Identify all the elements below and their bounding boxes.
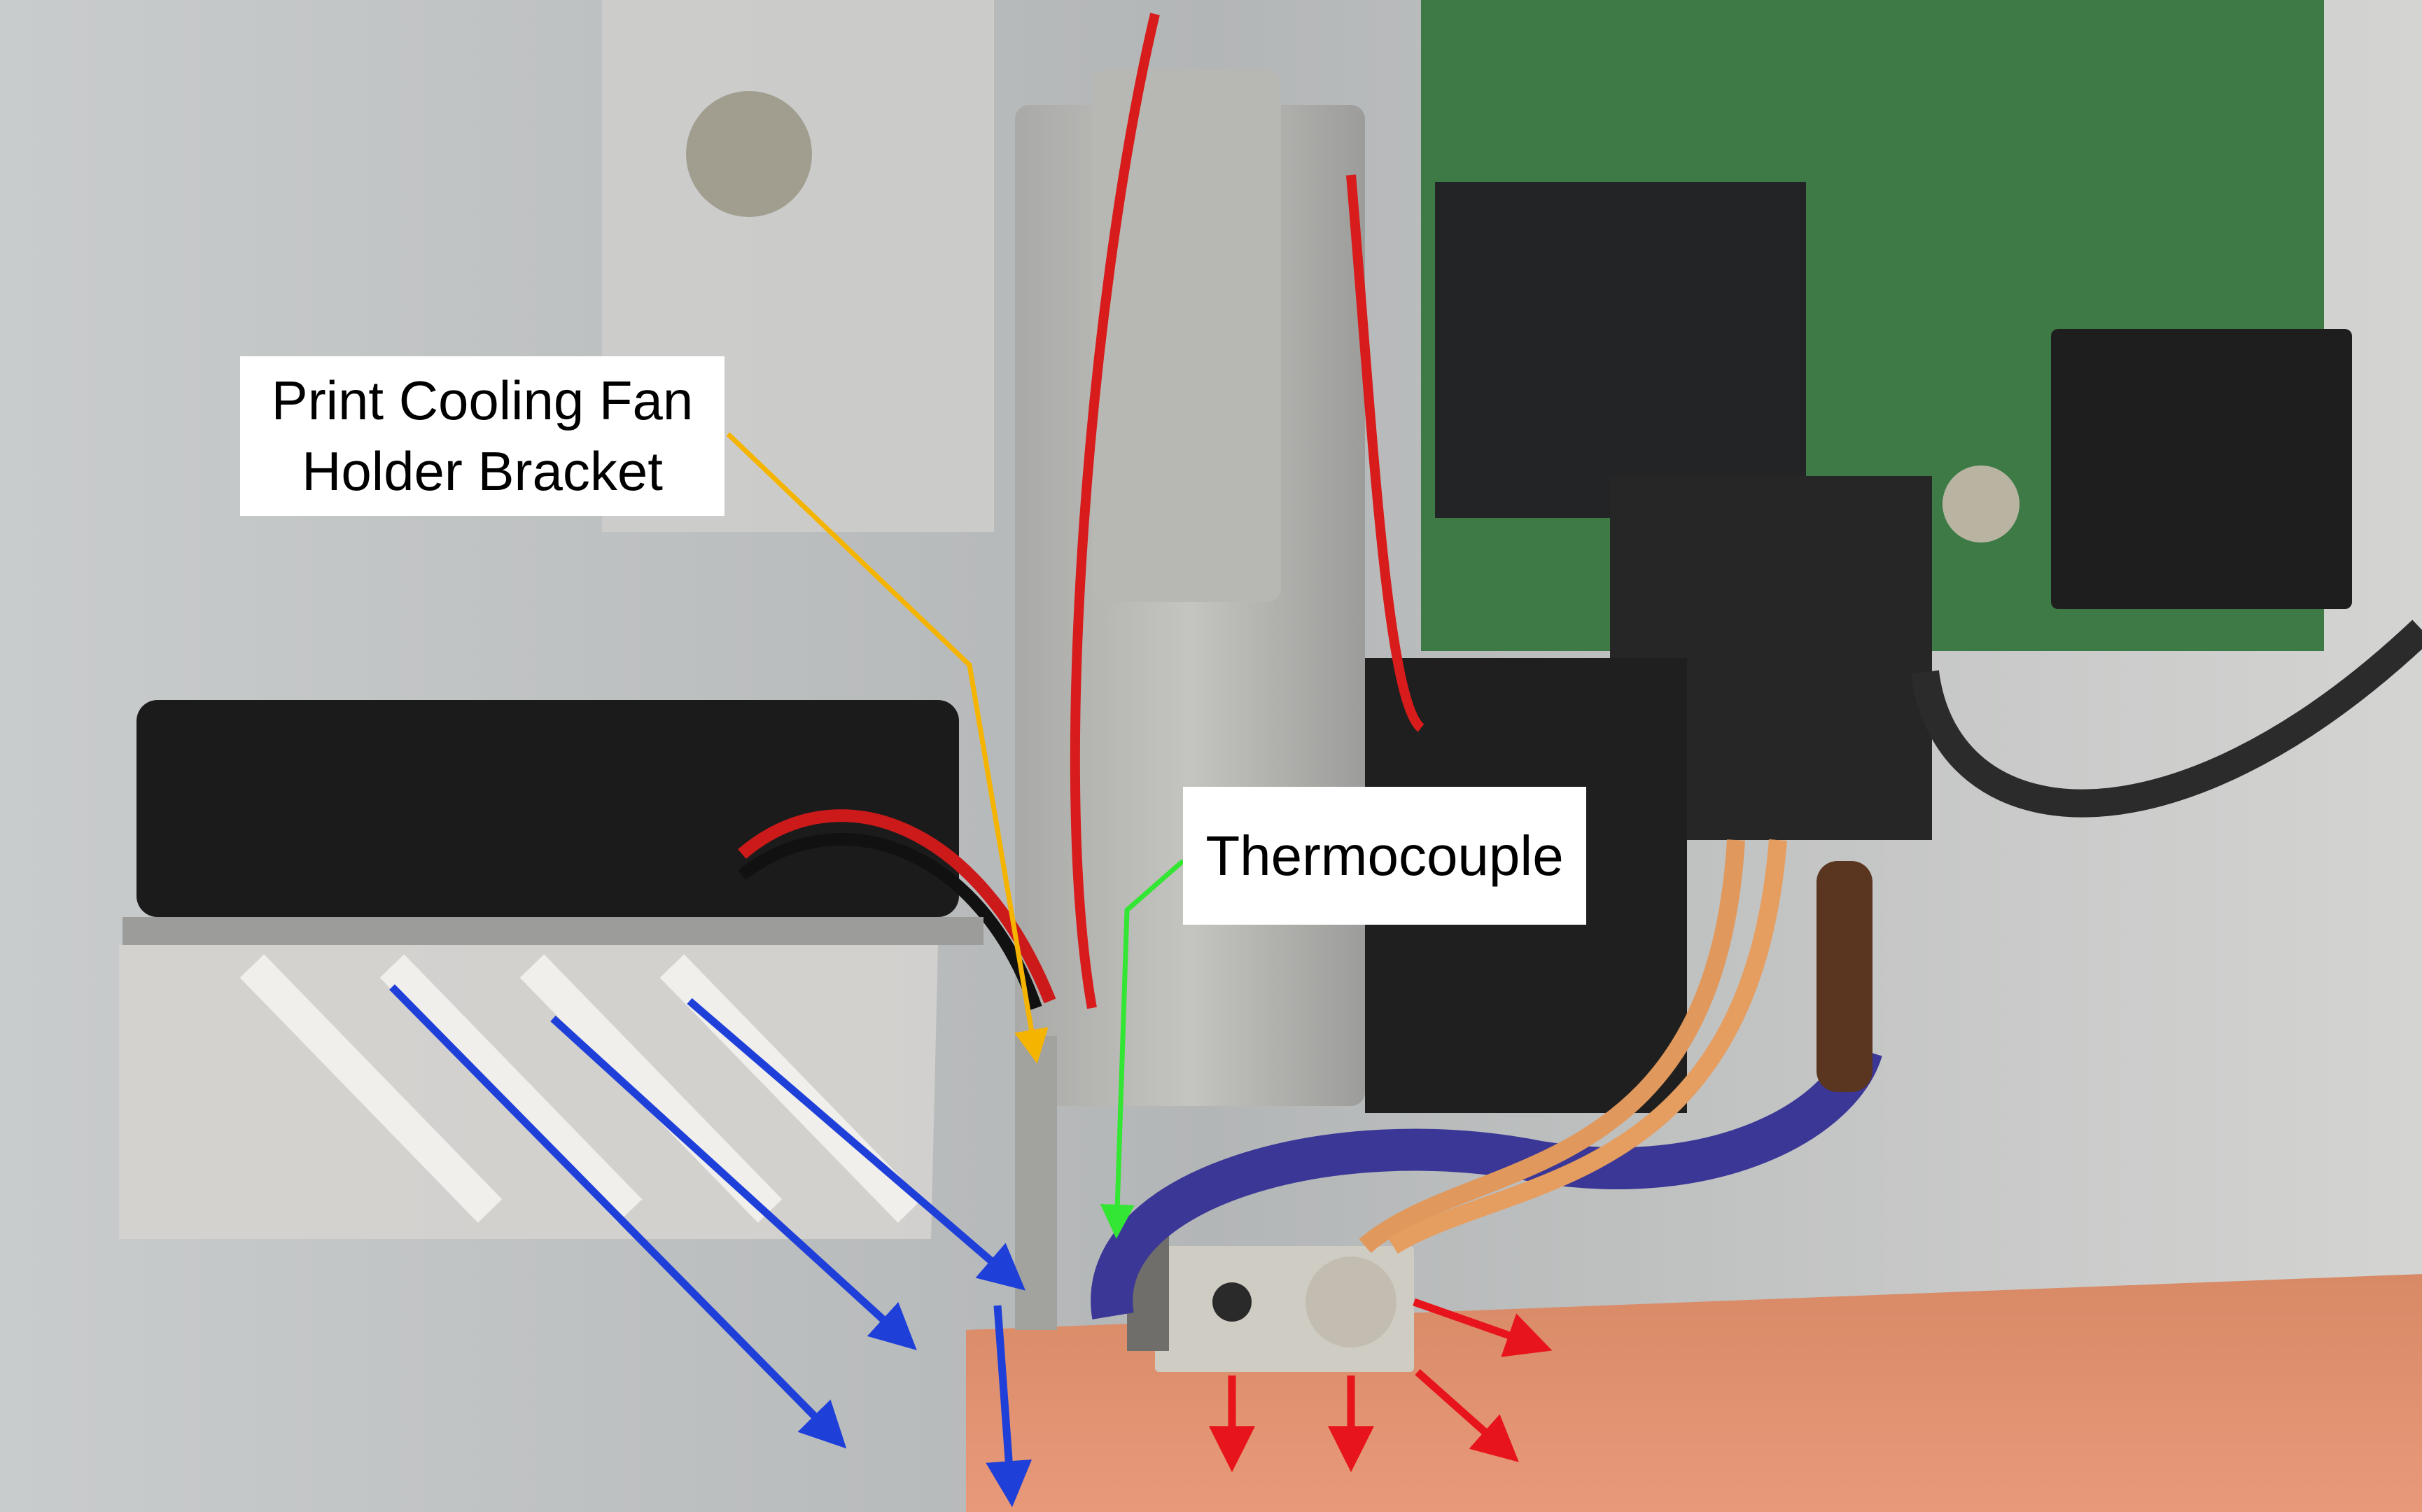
airflow-arrow-2 xyxy=(550,1015,917,1350)
right-connector xyxy=(2051,329,2352,609)
heat-arrow-2 xyxy=(1415,1368,1519,1462)
thermocouple-pointer xyxy=(1100,859,1185,1239)
airflow-arrows xyxy=(389,984,1032,1508)
board-screw xyxy=(1942,465,2019,542)
heat-arrows xyxy=(1209,1298,1553,1473)
thermocouple-cable xyxy=(1091,1043,1882,1320)
mount-plate xyxy=(1015,1036,1057,1330)
airflow-arrow-3 xyxy=(687,997,1026,1291)
airflow-arrow-1 xyxy=(389,984,847,1449)
cooling-fan xyxy=(136,700,959,917)
fan-bracket-plate xyxy=(122,917,983,945)
heater-wires-2 xyxy=(1388,839,1787,1254)
heater-cartridge xyxy=(1306,1256,1396,1348)
cable-right xyxy=(1911,620,2422,818)
thermocouple-label-text: Thermocouple xyxy=(1205,824,1564,887)
fan-bracket-pointer xyxy=(726,432,1049,1064)
heat-arrow-1 xyxy=(1413,1298,1553,1357)
fan-bracket-label-line1: Print Cooling Fan xyxy=(271,369,694,431)
black-tape xyxy=(1435,182,1806,518)
thermocouple-label: Thermocouple xyxy=(1183,787,1586,925)
heater-hole xyxy=(1212,1282,1252,1322)
fan-wires-black xyxy=(738,833,1042,1010)
fan-bracket-label: Print Cooling Fan Holder Bracket xyxy=(240,356,724,516)
fan-bracket-label-line2: Holder Bracket xyxy=(302,440,663,502)
airflow-arrow-4 xyxy=(986,1305,1032,1508)
heater-wires xyxy=(1359,839,1745,1253)
background-knob xyxy=(686,91,812,217)
heat-shrink xyxy=(1816,861,1872,1092)
red-wire-2 xyxy=(1346,174,1424,732)
red-wire xyxy=(1070,13,1160,1009)
extruder-plate xyxy=(1092,70,1281,602)
